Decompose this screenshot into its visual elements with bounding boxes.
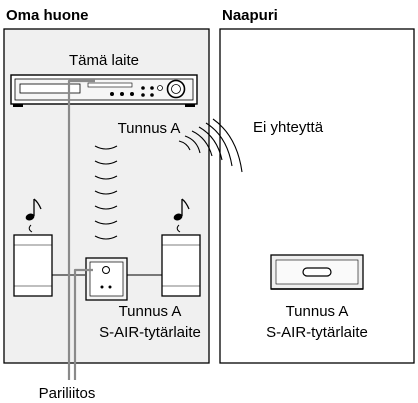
right-sair-receiver-device (270, 254, 364, 290)
music-note-right-icon (173, 198, 190, 233)
radio-waves-down (94, 145, 118, 240)
radio-waves-neighbor (178, 118, 243, 173)
room-header-neighbor: Naapuri (222, 7, 278, 24)
main-id-label: Tunnus A (118, 120, 181, 137)
right-receiver-name-label: S-AIR-tytärlaite (266, 324, 368, 341)
room-panel-neighbor (219, 28, 415, 364)
left-speaker (13, 234, 53, 297)
main-unit-device (10, 74, 198, 107)
room-header-own: Oma huone (6, 7, 89, 24)
left-receiver-name-label: S-AIR-tytärlaite (99, 324, 201, 341)
left-receiver-id-label: Tunnus A (119, 303, 182, 320)
this-unit-label: Tämä laite (69, 52, 139, 69)
music-note-left-icon (25, 198, 42, 233)
pairing-label: Pariliitos (39, 385, 96, 402)
right-speaker (161, 234, 201, 297)
no-connection-label: Ei yhteyttä (253, 119, 324, 136)
right-receiver-id-label: Tunnus A (286, 303, 349, 320)
left-sair-receiver-device (85, 257, 128, 301)
pairing-lead-lines (67, 79, 95, 380)
